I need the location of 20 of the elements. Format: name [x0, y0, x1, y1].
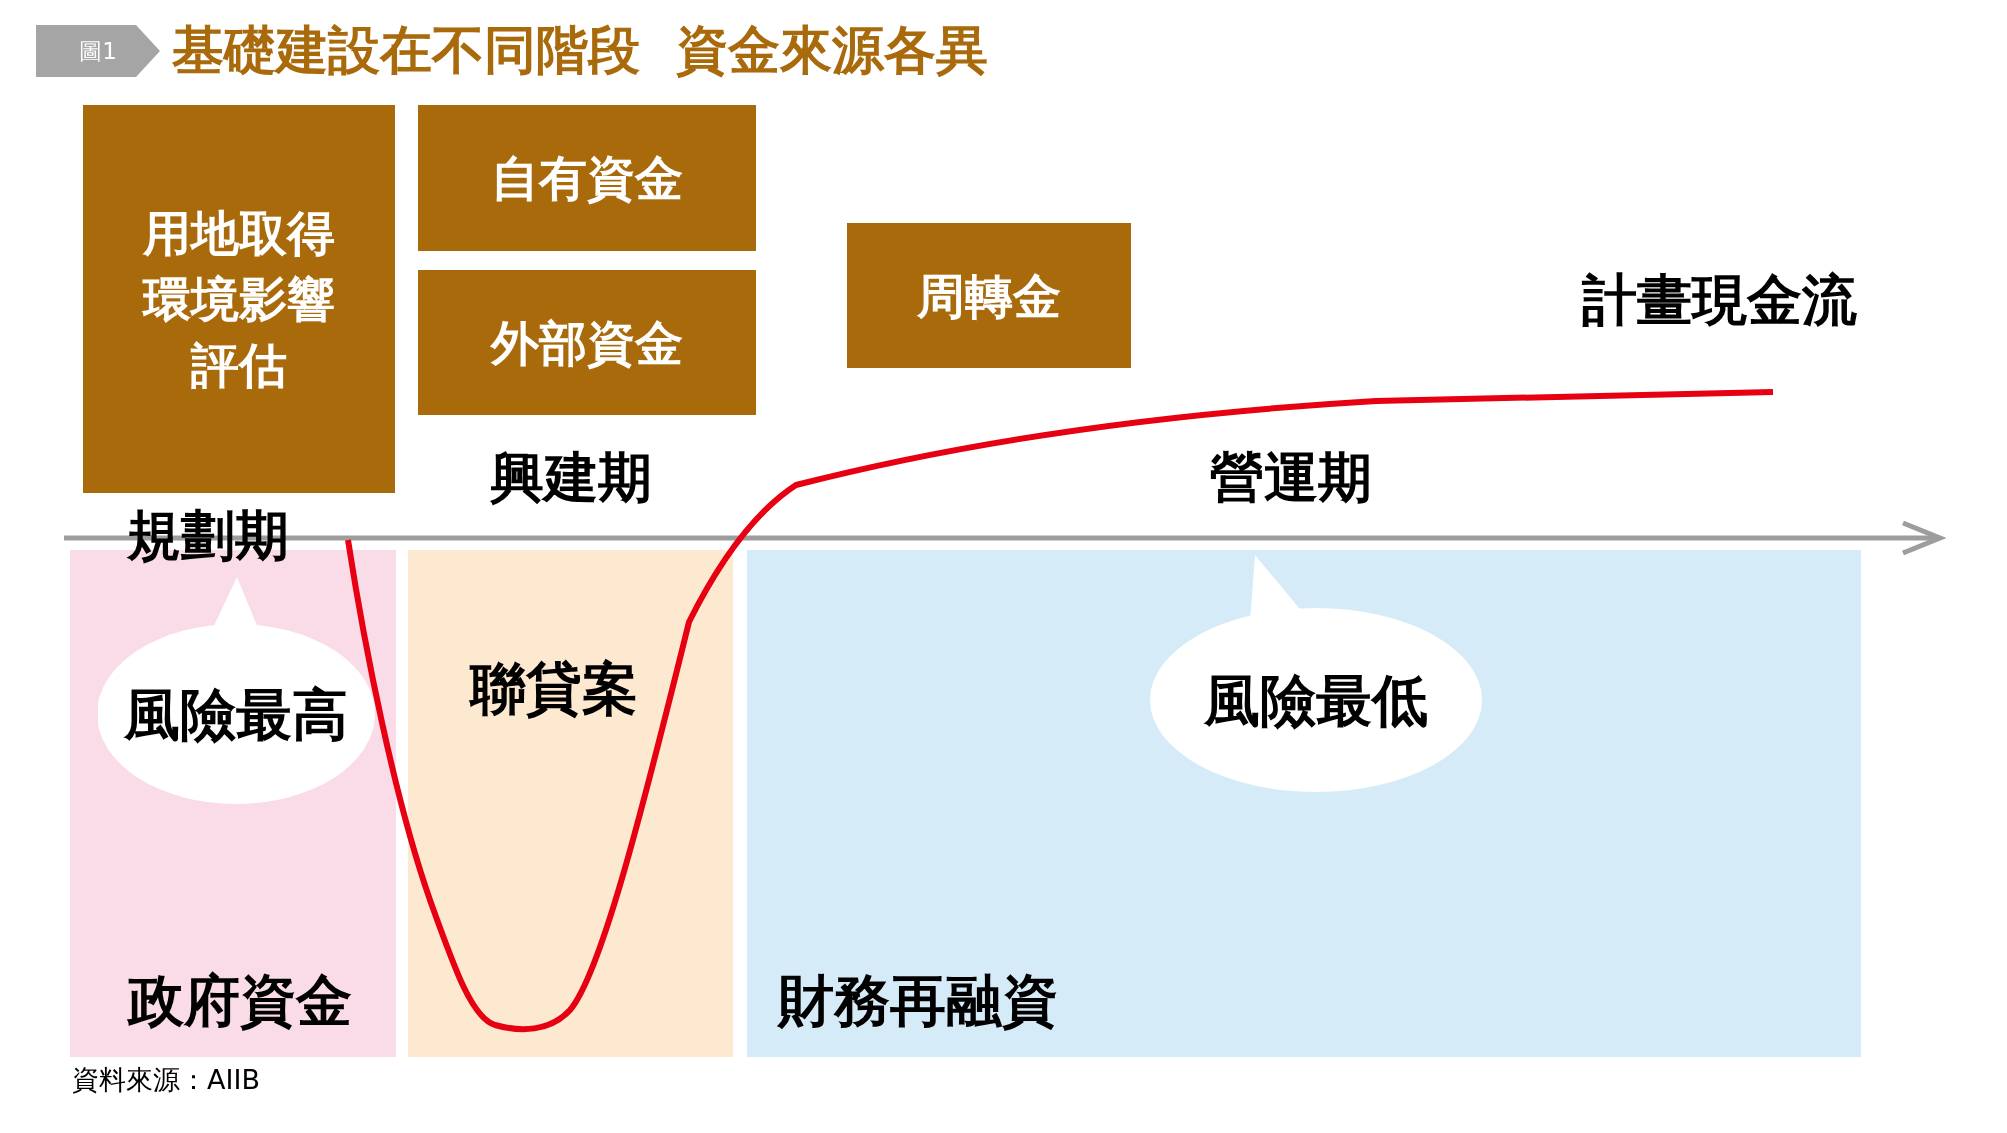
diagram-title: 基礎建設在不同階段 資金來源各異	[172, 24, 989, 76]
phase-label: 興建期	[490, 450, 652, 504]
box-text: 自有資金	[491, 149, 683, 208]
box-text: 外部資金	[491, 313, 683, 373]
funding-box	[418, 270, 756, 415]
phase-panel	[747, 550, 1861, 1057]
source-note: 資料來源：AIIB	[72, 1066, 260, 1093]
bubble-text: 風險最低	[1204, 672, 1428, 728]
phase-panel	[408, 550, 733, 1057]
phase-label: 營運期	[1210, 450, 1372, 504]
box-text: 周轉金	[917, 266, 1061, 326]
funding-box	[418, 105, 756, 251]
phase-label: 規劃期	[127, 508, 289, 562]
figure-tag	[36, 25, 160, 77]
curve-label: 計畫現金流	[1582, 272, 1857, 327]
funding-box	[847, 223, 1131, 368]
box-text: 用地取得環境影響評估	[141, 204, 336, 395]
figure-number: 圖1	[79, 39, 117, 63]
funding-box	[83, 105, 395, 493]
bubble-text: 風險最高	[124, 686, 348, 742]
